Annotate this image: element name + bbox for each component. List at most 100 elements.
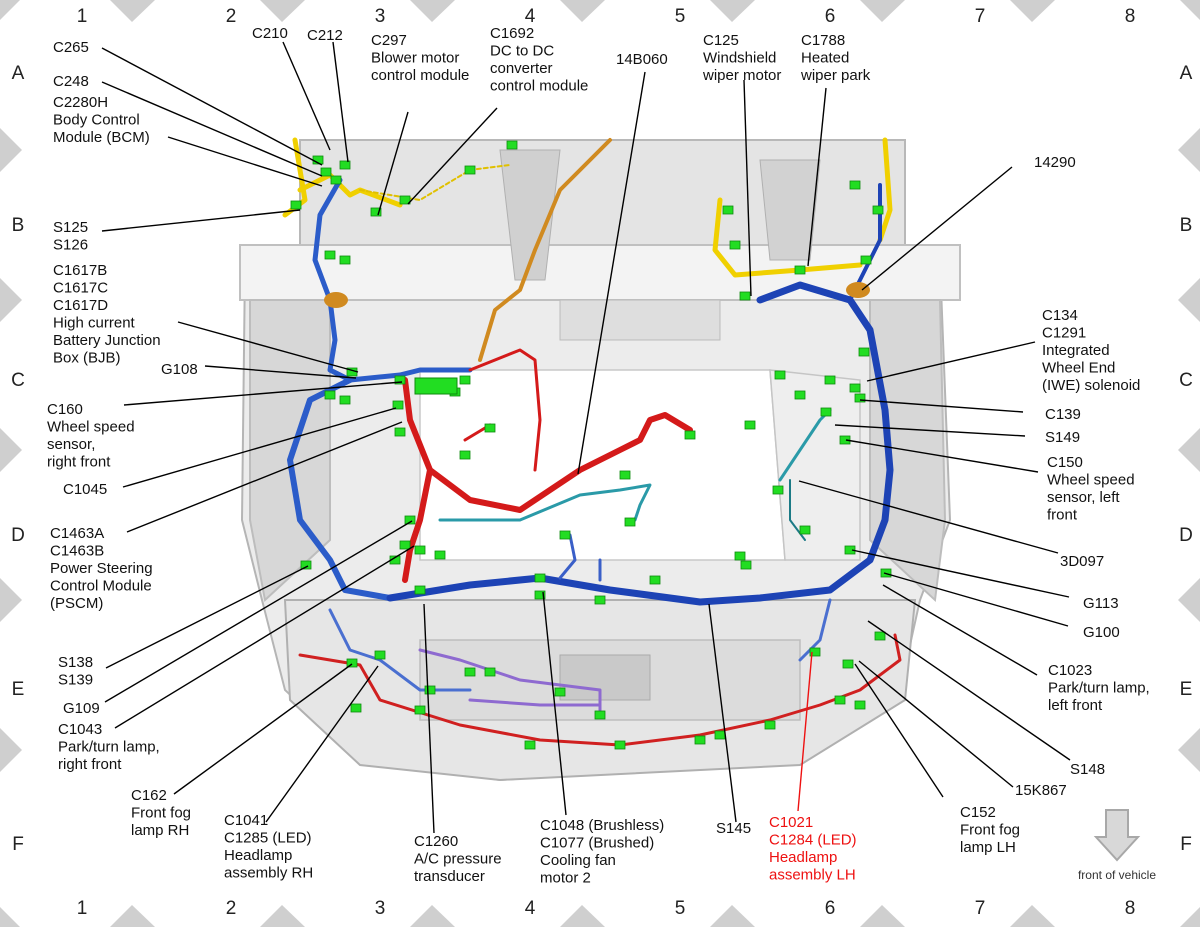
connector-block [339, 255, 351, 265]
callout-label-c265: C265 [53, 39, 89, 56]
connector-block [370, 207, 382, 217]
border-chevron [410, 0, 455, 22]
callout-line: Park/turn lamp, [58, 739, 160, 756]
callout-line: 14B060 [616, 51, 668, 68]
connector-block [320, 167, 332, 177]
callout-line: C1284 (LED) [769, 832, 857, 849]
grommet-icon [846, 282, 870, 298]
connector-block [858, 347, 870, 357]
connectors [290, 140, 892, 750]
harness-blue-top-left [848, 183, 882, 302]
callout-line: Wheel speed [1047, 472, 1135, 489]
connector-block [734, 551, 746, 561]
connector-block [399, 540, 411, 550]
border-chevron [1180, 907, 1200, 927]
connector-block [414, 545, 426, 555]
grid-column-label: 6 [825, 898, 836, 919]
callout-line: Integrated [1042, 342, 1110, 359]
callout-line: C1021 [769, 814, 813, 831]
callout-line: C1045 [63, 481, 107, 498]
callout-line: C150 [1047, 454, 1083, 471]
connector-block [459, 375, 471, 385]
connector-block [854, 700, 866, 710]
border-chevron [0, 0, 20, 20]
connector-block [794, 265, 806, 275]
connector-block [374, 650, 386, 660]
connector-block [394, 375, 406, 385]
border-chevron [560, 0, 605, 22]
callout-label-c212: C212 [307, 27, 343, 44]
connector-block [842, 659, 854, 669]
front-of-vehicle-caption: front of vehicle [1078, 868, 1156, 882]
border-chevron [1180, 0, 1200, 20]
border-chevron [1178, 728, 1200, 772]
connector-block [739, 291, 751, 301]
connector-block [714, 730, 726, 740]
connector-block [874, 631, 886, 641]
callout-line: Cooling fan [540, 852, 616, 869]
callout-line: G108 [161, 361, 198, 378]
border-chevron [0, 428, 22, 472]
grid-column-label: 6 [825, 6, 836, 27]
connector-block [484, 423, 496, 433]
callout-line: Front fog [131, 805, 191, 822]
border-chevron [260, 905, 305, 927]
callout-label-b14060: 14B060 [616, 51, 668, 68]
connector-block [744, 420, 756, 430]
connector-block [854, 393, 866, 403]
callout-line: converter [490, 60, 553, 77]
callout-line: C265 [53, 39, 89, 56]
callout-line: C1048 (Brushless) [540, 817, 664, 834]
callout-label-c139: C139 [1045, 406, 1081, 423]
border-chevron [710, 905, 755, 927]
connector-block [324, 250, 336, 260]
callout-line: Wheel speed [47, 419, 135, 436]
callout-line: wiper motor [702, 67, 781, 84]
callout-line: Headlamp [769, 849, 837, 866]
border-chevron [1010, 905, 1055, 927]
grid-column-label: 5 [675, 898, 686, 919]
grid-column-label: 5 [675, 6, 686, 27]
callout-line: C297 [371, 32, 407, 49]
harness-red-main [402, 377, 693, 583]
callout-line: Park/turn lamp, [1048, 680, 1150, 697]
callout-line: sensor, [47, 436, 95, 453]
connector-block [849, 383, 861, 393]
connector-block [799, 525, 811, 535]
callout-line: A/C pressure [414, 851, 502, 868]
border-chevron [1178, 578, 1200, 622]
grid-column-label: 4 [525, 898, 536, 919]
callout-line: C1463A [50, 525, 104, 542]
callout-line: Box (BJB) [53, 350, 121, 367]
callout-line: motor 2 [540, 870, 591, 887]
connector-block [434, 550, 446, 560]
callout-label-c248: C248 [53, 73, 89, 90]
callout-line: C134 [1042, 307, 1078, 324]
border-chevron [1010, 0, 1055, 22]
callout-line: C1041 [224, 812, 268, 829]
grommet-icon [324, 292, 348, 308]
connector-block [350, 703, 362, 713]
callout-line: Body Control [53, 112, 140, 129]
connector-block [794, 390, 806, 400]
callout-label-g113: G113 [1083, 595, 1119, 612]
grid-row-label: B [12, 215, 25, 236]
connector-block [834, 695, 846, 705]
connector-block [392, 400, 404, 410]
callout-line: Module (BCM) [53, 129, 150, 146]
grid-column-label: 8 [1125, 6, 1136, 27]
connector-block [820, 407, 832, 417]
connector-block [594, 595, 606, 605]
callout-line: assembly LH [769, 867, 856, 884]
callout-label-k15867: 15K867 [1015, 782, 1067, 799]
connector-block [849, 180, 861, 190]
grid-row-label: E [1180, 679, 1193, 700]
